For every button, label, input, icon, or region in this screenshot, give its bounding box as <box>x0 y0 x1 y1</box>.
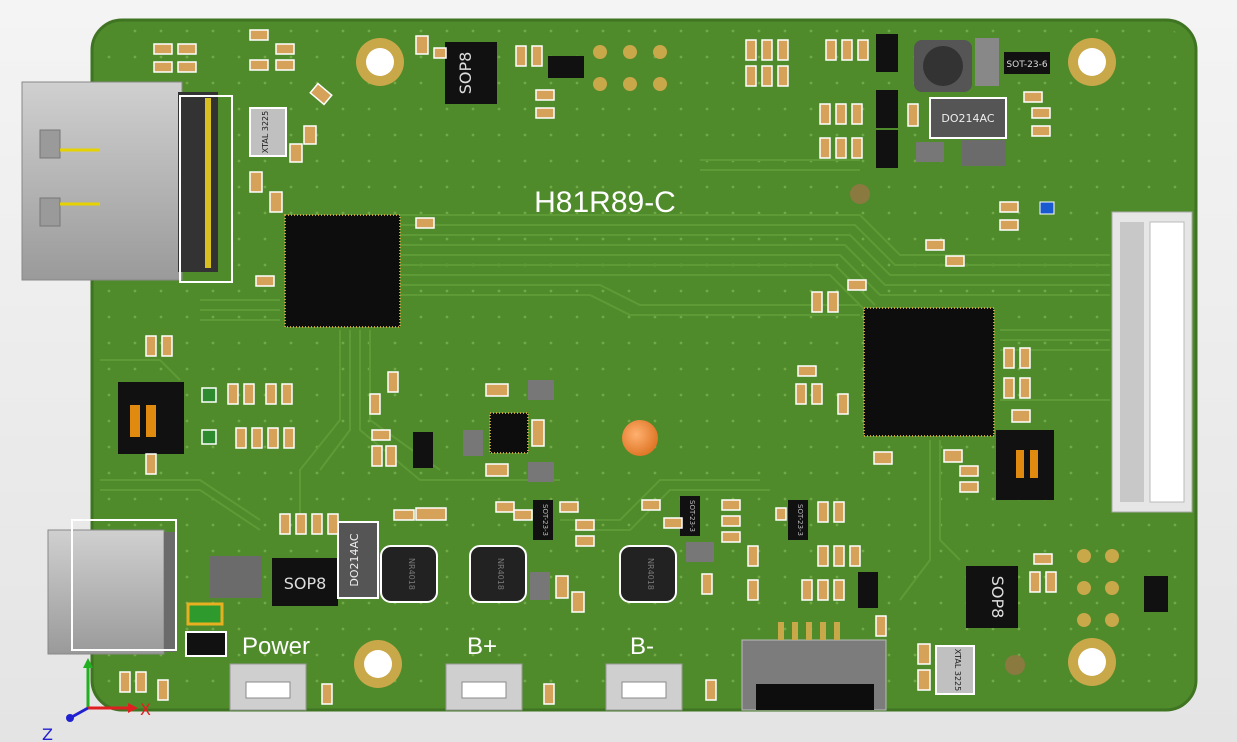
axis-y-arrow <box>83 658 93 668</box>
sot23-6-top-label: SOT-23-6 <box>1006 60 1047 70</box>
inductor-bottom-1: NR4018 <box>380 545 438 603</box>
sot23-6-top: SOT-23-6 <box>1004 52 1050 74</box>
mounting-hole-top-left <box>356 38 404 86</box>
diode-black <box>185 631 227 657</box>
power-button[interactable] <box>229 663 307 711</box>
regulator-top-2 <box>876 90 898 128</box>
rj-connector <box>47 529 176 655</box>
sot23-chip-1-label: SOT-23-3 <box>541 504 549 536</box>
board-name-label: H81R89-C <box>534 186 676 219</box>
axis-x-label: X <box>140 700 151 719</box>
transistor-mid-right <box>858 572 878 608</box>
power-cap-5 <box>528 380 554 400</box>
power-cap-1 <box>210 556 262 598</box>
bottom-connector <box>741 622 887 711</box>
axis-triad: X Z <box>42 658 151 742</box>
sot23-chip-1: SOT-23-3 <box>533 500 553 540</box>
sot23-chip-2-label: SOT-23-3 <box>688 500 696 532</box>
mcu-right <box>863 307 995 437</box>
regulator-top-1 <box>876 34 898 72</box>
passive-components <box>119 29 1057 705</box>
power-button-label: Power <box>242 633 310 660</box>
transistor-top <box>548 56 584 78</box>
fpc-connector <box>1111 211 1193 513</box>
pcb-traces <box>100 159 1110 601</box>
power-cap-8 <box>686 542 714 562</box>
rj-silk-outline <box>71 519 177 651</box>
crystal-top-label: XTAL 3225 <box>261 111 270 153</box>
b-plus-button-label: B+ <box>467 633 497 660</box>
diode-top-label: DO214AC <box>941 112 994 125</box>
power-cap-6 <box>528 462 554 482</box>
sot23-chip-3-label: SOT-23-3 <box>796 504 804 536</box>
usb-connector <box>21 81 218 281</box>
crystal-top: XTAL 3225 <box>249 107 287 157</box>
led-blue <box>1039 201 1055 215</box>
axis-x-arrow <box>128 703 138 713</box>
regulator-top-3 <box>876 130 898 168</box>
sop8-bottom-right-label: SOP8 <box>988 576 1007 619</box>
axis-z-label: Z <box>42 725 53 742</box>
usb-silk-outline <box>179 95 233 283</box>
pin-header-top <box>593 45 667 91</box>
sop8-bottom-left: SOP8 <box>272 558 338 606</box>
b-plus-button[interactable] <box>445 663 523 711</box>
inductor-bottom-2-label: NR4018 <box>496 558 505 590</box>
led-green-3 <box>186 602 224 626</box>
dip-switch-left <box>118 382 184 454</box>
sop8-bottom-right: SOP8 <box>966 566 1018 628</box>
sot23-chip-3: SOT-23-3 <box>788 500 808 540</box>
inductor-bottom-2: NR4018 <box>469 545 527 603</box>
fiducial-top <box>850 184 870 204</box>
mounting-hole-bottom-right <box>1068 638 1116 686</box>
power-cap-7 <box>463 430 483 456</box>
inductor-top <box>914 40 972 92</box>
sop8-top-label: SOP8 <box>456 52 475 95</box>
transistor-mid-left <box>413 432 433 468</box>
led-green-2 <box>201 429 217 445</box>
power-cap-4 <box>975 38 999 86</box>
qfn-center <box>489 412 529 454</box>
power-cap-2 <box>962 140 1006 166</box>
transistor-right <box>1144 576 1168 612</box>
power-cap-3 <box>916 142 944 162</box>
fiducial-bottom <box>1005 655 1025 675</box>
sot23-chip-2: SOT-23-3 <box>680 496 700 536</box>
inductor-bottom-3-label: NR4018 <box>646 558 655 590</box>
diode-top: DO214AC <box>929 97 1007 139</box>
sop8-bottom-left-label: SOP8 <box>284 574 327 593</box>
mounting-hole-top-right <box>1068 38 1116 86</box>
inductor-bottom-1-label: NR4018 <box>407 558 416 590</box>
b-minus-button[interactable] <box>605 663 683 711</box>
dip-switch-right <box>996 430 1054 500</box>
axis-z-dot <box>66 714 74 722</box>
status-led <box>622 420 658 456</box>
led-green-1 <box>201 387 217 403</box>
pin-header-right <box>1077 549 1119 627</box>
mounting-hole-bottom-left <box>354 640 402 688</box>
mcu-left <box>284 214 401 328</box>
crystal-bottom-label: XTAL 3225 <box>953 649 962 691</box>
diode-bottom: DO214AC <box>337 521 379 599</box>
diode-bottom-label: DO214AC <box>348 533 361 586</box>
sop8-top: SOP8 <box>445 42 497 104</box>
crystal-bottom: XTAL 3225 <box>935 645 975 695</box>
power-cap-9 <box>530 572 550 600</box>
inductor-bottom-3: NR4018 <box>619 545 677 603</box>
b-minus-button-label: B- <box>630 633 654 660</box>
